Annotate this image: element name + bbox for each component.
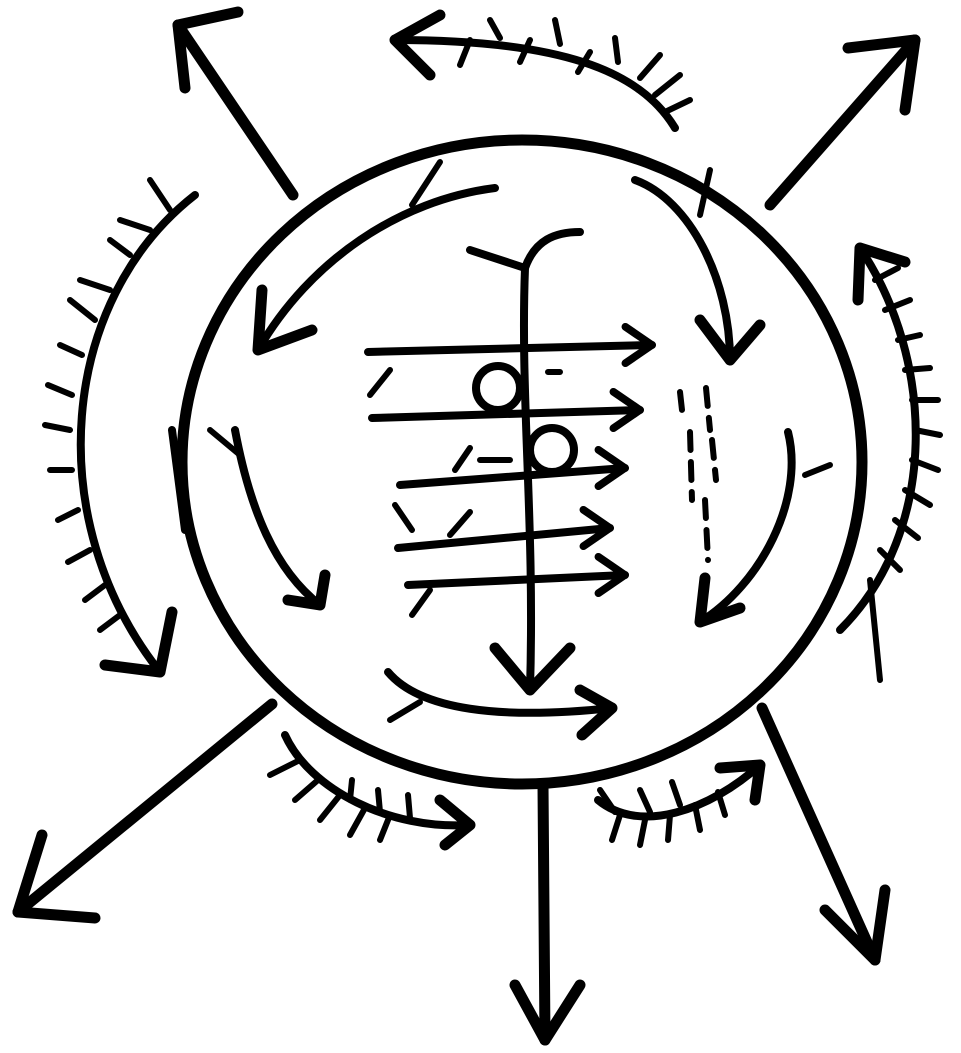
feather-arrow-left — [45, 180, 195, 672]
inner-arrow-left — [210, 430, 325, 605]
outer-arrow-bottom-left — [18, 704, 272, 918]
small-circle-upper — [476, 366, 520, 410]
feather-arrow-right — [840, 248, 940, 680]
small-circle-lower — [530, 428, 574, 472]
outer-arrow-bottom — [515, 785, 580, 1040]
outer-arrow-bottom-right — [762, 708, 885, 960]
inner-arrow-top-right — [635, 170, 760, 360]
inner-arrow-bottom — [388, 672, 612, 735]
feather-arrow-top — [395, 15, 690, 128]
feather-arrow-bottom-right — [598, 765, 760, 845]
outer-arrow-top-right — [770, 40, 915, 205]
outer-arrow-top-left — [178, 12, 293, 195]
inner-arrow-right — [680, 388, 830, 622]
